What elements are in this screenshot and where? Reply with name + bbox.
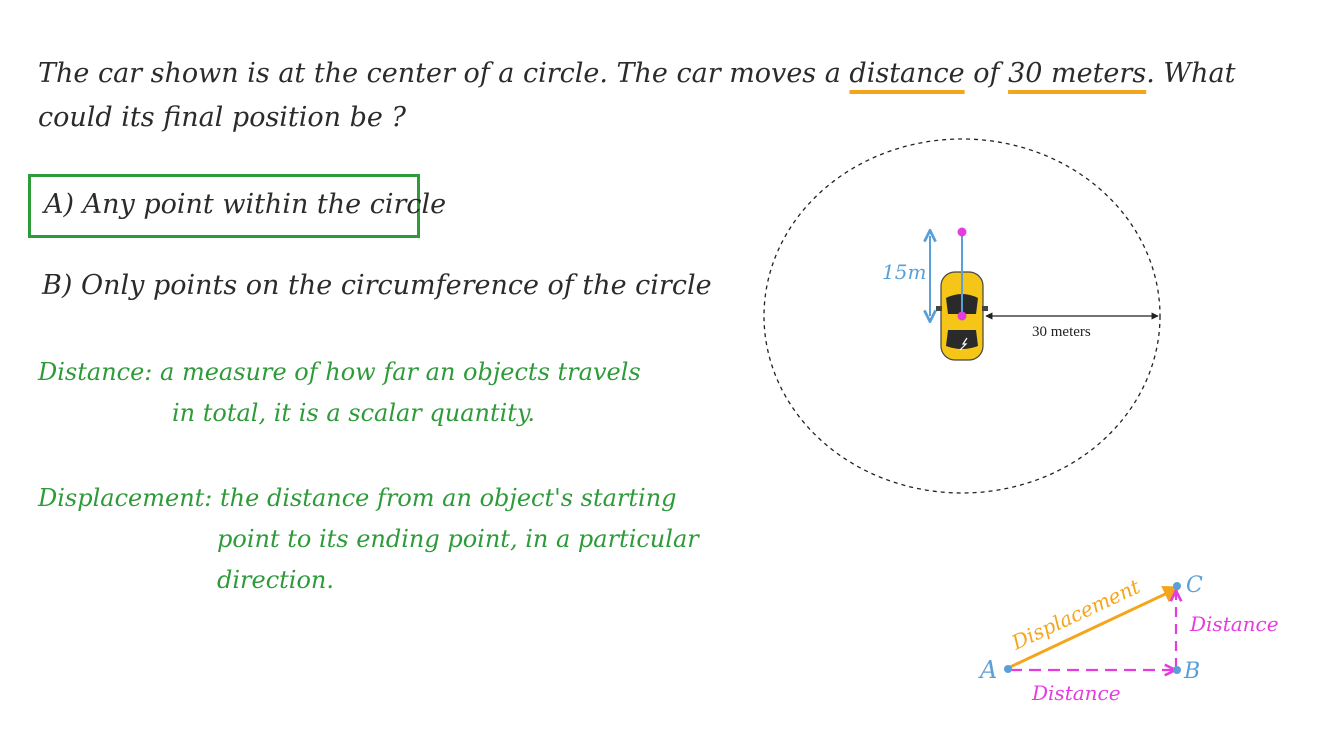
point-b-label: B <box>1183 659 1200 684</box>
definition-distance-term: Distance <box>38 358 145 386</box>
question-highlight-30-meters: 30 meters <box>1008 58 1147 89</box>
point-b-dot <box>1173 666 1181 674</box>
question-highlight-distance: distance <box>849 58 965 89</box>
definition-displacement-line1: Displacement: the distance from an objec… <box>38 484 677 512</box>
question-text: The car shown is at the center of a circ… <box>38 52 1298 140</box>
point-c-label: C <box>1186 573 1203 598</box>
radius-label: 30 meters <box>1032 324 1091 340</box>
dashed-circle <box>763 138 1161 494</box>
definition-separator: : <box>144 358 161 386</box>
definition-displacement-term: Displacement <box>38 484 205 512</box>
car-icon <box>936 271 988 361</box>
vertical-distance-label: Distance <box>1189 612 1279 636</box>
fifteen-m-label: 15m <box>882 260 926 284</box>
question-part2: of <box>964 58 1009 89</box>
center-point <box>957 311 967 321</box>
definition-separator: : <box>204 484 221 512</box>
definition-displacement-line2: point to its ending point, in a particul… <box>217 525 699 553</box>
option-a-selected[interactable]: A) Any point within the circle <box>28 174 446 238</box>
triangle-diagram: A B C Displacement Distance Distance <box>978 573 1279 705</box>
definition-distance: Distance: a measure of how far an object… <box>38 352 641 434</box>
definition-distance-text1: a measure of how far an objects travels <box>160 358 641 386</box>
option-b[interactable]: B) Only points on the circumference of t… <box>42 270 712 301</box>
definition-distance-line2: in total, it is a scalar quantity. <box>172 399 535 427</box>
displacement-arrow <box>1007 585 1182 670</box>
definition-displacement-line3: direction. <box>217 566 335 594</box>
question-part3: . What could its final position be ? <box>38 58 1236 133</box>
definition-displacement-text1: the distance from an object's starting <box>220 484 677 512</box>
point-a-dot <box>1004 665 1012 673</box>
point-c-dot <box>1173 582 1181 590</box>
definition-distance-line1: Distance: a measure of how far an object… <box>38 358 641 386</box>
horizontal-distance-label: Distance <box>1031 681 1121 705</box>
displacement-label: Displacement <box>1007 574 1145 655</box>
end-point <box>957 227 967 237</box>
definition-displacement: Displacement: the distance from an objec… <box>38 478 699 601</box>
question-part1: The car shown is at the center of a circ… <box>38 58 850 89</box>
point-a-label: A <box>978 656 997 684</box>
